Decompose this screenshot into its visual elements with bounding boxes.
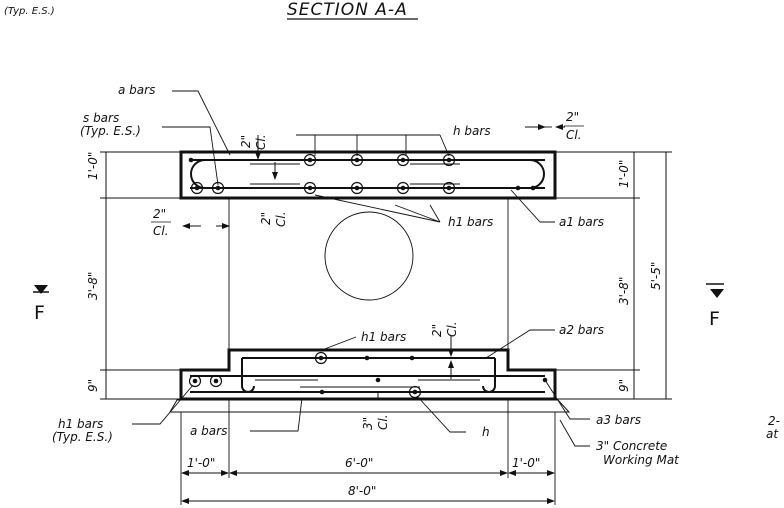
clr-mid-cl: Cl.	[274, 211, 288, 227]
label-a1-bars: a1 bars	[559, 215, 604, 229]
rebar-ring	[303, 153, 317, 167]
dim-right-mid: 3'-8"	[617, 277, 631, 305]
label-a-bars-top: a bars	[118, 83, 155, 97]
rebar-dot	[412, 389, 418, 395]
rebar-dot	[318, 355, 324, 361]
rebar-dot	[354, 185, 360, 191]
rebar-ring	[396, 153, 410, 167]
label-s-bars-note: (Typ. E.S.)	[80, 124, 141, 138]
clr-left-mid-cl: Cl.	[153, 224, 169, 238]
rebar-dot	[307, 157, 313, 163]
clr-left-mid: 2"	[153, 207, 166, 221]
rebar-ring	[188, 374, 202, 388]
clr-bot-inner: 2"	[430, 324, 444, 337]
label-h: h	[482, 425, 490, 439]
edge-note-2: at	[766, 427, 779, 441]
label-a3-bars: a3 bars	[596, 413, 641, 427]
rebar-ring	[408, 385, 422, 399]
dim-bottom-mid: 6'-0"	[345, 456, 373, 470]
label-working-mat-2: Working Mat	[603, 453, 680, 467]
rebar-dot	[446, 185, 452, 191]
clr-top-right: 2"	[566, 110, 579, 124]
dim-left-mid: 3'-8"	[86, 272, 100, 300]
label-h-bars: h bars	[453, 124, 491, 138]
top-slab-reinforcement	[190, 159, 545, 189]
clr-bot-cl: Cl.	[376, 414, 390, 430]
clr-top-right-cl: Cl.	[566, 128, 582, 142]
rebar-dot	[446, 157, 452, 163]
rebar-ring	[350, 181, 364, 195]
clr-bot-inner-cl: Cl.	[445, 321, 459, 337]
dim-right-bot: 9"	[617, 379, 631, 392]
right-dimensions	[556, 151, 672, 400]
rebar-dot	[409, 355, 415, 361]
rebar-ring	[209, 374, 223, 388]
clearance-markers	[182, 124, 565, 398]
rebar-dot	[400, 185, 406, 191]
rebar-dot	[213, 378, 219, 384]
rebar-ring	[314, 351, 328, 365]
leader-lines	[132, 90, 590, 447]
section-cut-right: F	[706, 283, 724, 330]
section-title: SECTION A-A	[287, 0, 408, 20]
rebar-ring	[442, 181, 456, 195]
label-a2-bars: a2 bars	[559, 323, 604, 337]
rebar-dot	[188, 157, 194, 163]
rebar-dot	[319, 389, 325, 395]
edge-note-1: 2-	[768, 414, 780, 428]
cut-label-right: F	[709, 308, 720, 330]
rebar-ring	[190, 181, 204, 195]
bar-dots	[188, 153, 548, 399]
label-working-mat-1: 3" Concrete	[596, 439, 667, 453]
bottom-slab-reinforcement	[190, 357, 545, 393]
rebar-dot	[400, 157, 406, 163]
dim-bottom-left: 1'-0"	[187, 456, 215, 470]
corner-note: (Typ. E.S.)	[4, 6, 55, 17]
label-a-bars-bottom: a bars	[190, 424, 227, 438]
rebar-ring	[303, 181, 317, 195]
rebar-dot	[194, 185, 200, 191]
dim-bottom-total: 8'-0"	[348, 484, 376, 498]
rebar-dot	[307, 185, 313, 191]
rebar-dot	[354, 157, 360, 163]
dim-left-top: 1'-0"	[86, 152, 100, 180]
dim-bottom-right: 1'-0"	[512, 456, 540, 470]
clr-top-mid: 2"	[239, 135, 253, 148]
section-cut-left: F	[33, 285, 49, 324]
label-h1-bars-top: h1 bars	[448, 215, 493, 229]
rebar-dot	[530, 185, 536, 191]
clr-top-mid-cl: Cl.	[254, 134, 268, 150]
concrete-outline	[169, 150, 571, 413]
label-h1-bars-left: h1 bars	[58, 417, 103, 431]
label-h1-bars-left-note: (Typ. E.S.)	[52, 430, 113, 444]
dim-right-top: 1'-0"	[617, 160, 631, 188]
rebar-ring	[396, 181, 410, 195]
left-dimensions	[100, 151, 180, 400]
label-s-bars: s bars	[83, 111, 119, 125]
pipe-opening	[324, 211, 414, 301]
rebar-dot	[375, 377, 381, 383]
dim-right-total: 5'-5"	[649, 262, 663, 290]
dim-left-bot: 9"	[86, 379, 100, 392]
rebar-dot	[215, 185, 221, 191]
rebar-dot	[515, 185, 521, 191]
rebar-dot	[192, 378, 198, 384]
cut-label-left: F	[34, 302, 45, 324]
clr-bot: 3"	[361, 417, 375, 430]
label-h1-bars-bottom: h1 bars	[361, 330, 406, 344]
bottom-dimensions	[180, 400, 556, 505]
rebar-ring	[442, 153, 456, 167]
rebar-dot	[364, 355, 370, 361]
clr-mid: 2"	[259, 212, 273, 225]
